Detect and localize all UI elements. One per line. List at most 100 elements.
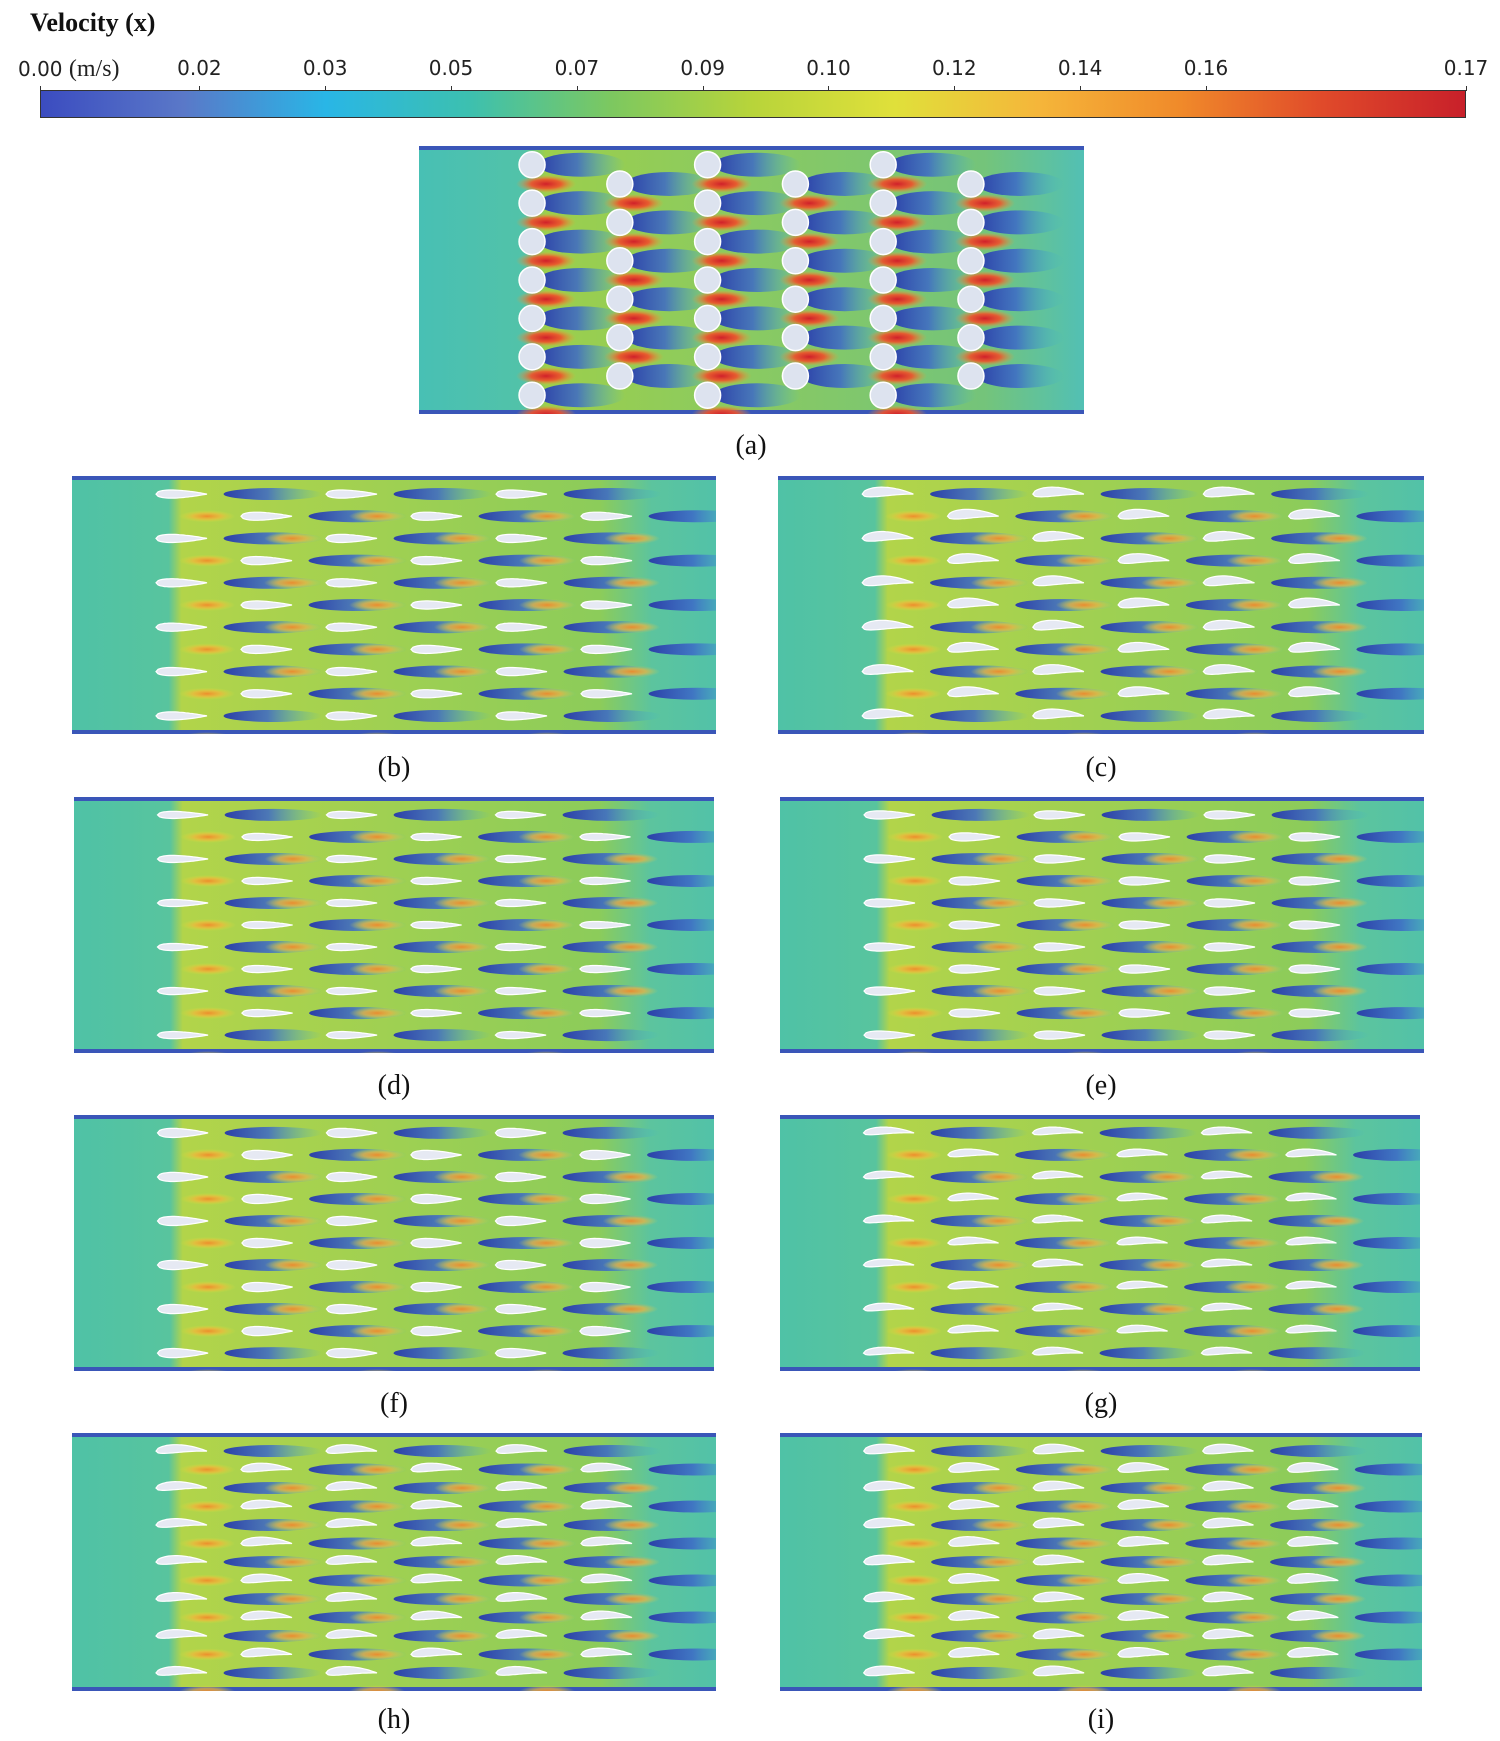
airfoil [1200,1302,1253,1312]
wake-region [931,1029,1030,1042]
wake-region [1099,1126,1198,1139]
high-velocity-jet [691,367,752,386]
wake-region [1356,1007,1424,1020]
high-velocity-jet [886,1537,943,1550]
panel-h-airfoils [72,1433,716,1691]
cylinder [957,247,985,275]
cylinder [869,343,897,371]
high-velocity-jet [433,1519,491,1532]
airfoil [410,832,462,842]
cylinder [518,189,546,217]
colorbar-tick-label: 0.12 [932,56,977,80]
wake-region [1100,1666,1199,1679]
colorbar-tick-label: 0.09 [680,56,725,80]
airfoil [580,1610,633,1621]
airfoil [862,1443,915,1455]
airfoil [1033,810,1086,820]
caption-f: (f) [380,1388,408,1419]
wake-region [1354,1648,1422,1661]
airfoil [240,600,293,610]
high-velocity-jet [886,1281,943,1294]
high-velocity-jet [518,1281,574,1294]
airfoil [579,920,631,930]
channel-wall-bottom [778,730,1424,734]
airfoil [495,1444,548,1454]
airfoil [156,898,209,908]
wake-region [713,306,801,331]
airfoil [1286,1535,1339,1547]
high-velocity-jet [1141,852,1199,865]
airfoil [240,1536,293,1547]
airfoil [862,1214,915,1224]
wake-region [1271,709,1370,722]
airfoil [1116,1148,1168,1158]
airfoil [1117,508,1170,520]
high-velocity-jet [603,1629,661,1642]
airfoil [863,810,916,820]
wake-region [538,152,626,177]
high-velocity-jet [1225,1611,1282,1624]
airfoil [1031,1258,1084,1268]
wake-region [1353,1237,1420,1249]
high-velocity-jet [970,1170,1027,1183]
high-velocity-jet [886,1685,943,1691]
wake-region [1356,687,1424,700]
high-velocity-jet [691,328,752,347]
caption-h: (h) [377,1704,411,1735]
high-velocity-jet [1225,1685,1282,1691]
wake-region [1353,1148,1420,1161]
cylinder [518,266,546,294]
high-velocity-jet [356,1051,398,1053]
high-velocity-jet [1055,1192,1111,1205]
airfoil [1031,1214,1084,1224]
high-velocity-jet [1225,1648,1282,1661]
high-velocity-jet [1310,1629,1367,1642]
high-velocity-jet [1056,919,1114,931]
panel-i-airfoils [780,1433,1422,1691]
airfoil [410,1149,462,1161]
high-velocity-jet [349,1237,405,1249]
wake-region [1353,1192,1420,1205]
high-velocity-jet [1140,1482,1197,1495]
cylinder [693,227,722,256]
high-velocity-jet [1055,554,1113,567]
high-velocity-jet [1056,1611,1113,1624]
high-velocity-jet [264,896,321,909]
high-velocity-jet [1231,1369,1273,1371]
wake-region [393,1666,492,1679]
airfoil [495,489,548,499]
wake-region [930,709,1029,722]
high-velocity-jet [971,852,1029,865]
high-velocity-jet [867,328,928,347]
channel-wall-top [780,1115,1420,1119]
channel-wall-top [72,476,716,480]
high-velocity-jet [433,896,490,909]
high-velocity-jet [349,1148,405,1161]
high-velocity-jet [433,1214,490,1227]
airfoil [494,942,547,952]
high-velocity-jet [1224,1325,1280,1338]
high-velocity-jet [433,1259,490,1272]
high-velocity-jet [886,1611,943,1624]
wake-region [625,364,713,389]
high-velocity-jet [1310,1482,1367,1495]
airfoil [494,810,547,820]
airfoil [1201,1665,1254,1677]
high-velocity-jet [348,1611,406,1624]
wake-region [1271,1029,1370,1042]
high-velocity-jet [179,1685,235,1691]
wake-region [1270,1445,1368,1458]
airfoil [241,920,293,930]
airfoil [1032,708,1085,720]
airfoil [861,530,914,542]
high-velocity-jet [349,1007,405,1020]
wake-region [647,1325,714,1338]
high-velocity-jet [1055,1148,1111,1161]
colorbar-tick-mark [325,86,327,91]
high-velocity-jet [1311,985,1369,998]
high-velocity-jet [348,643,406,656]
high-velocity-jet [433,985,490,998]
airfoil [240,1499,293,1510]
airfoil [1202,664,1255,676]
airfoil [946,553,999,564]
